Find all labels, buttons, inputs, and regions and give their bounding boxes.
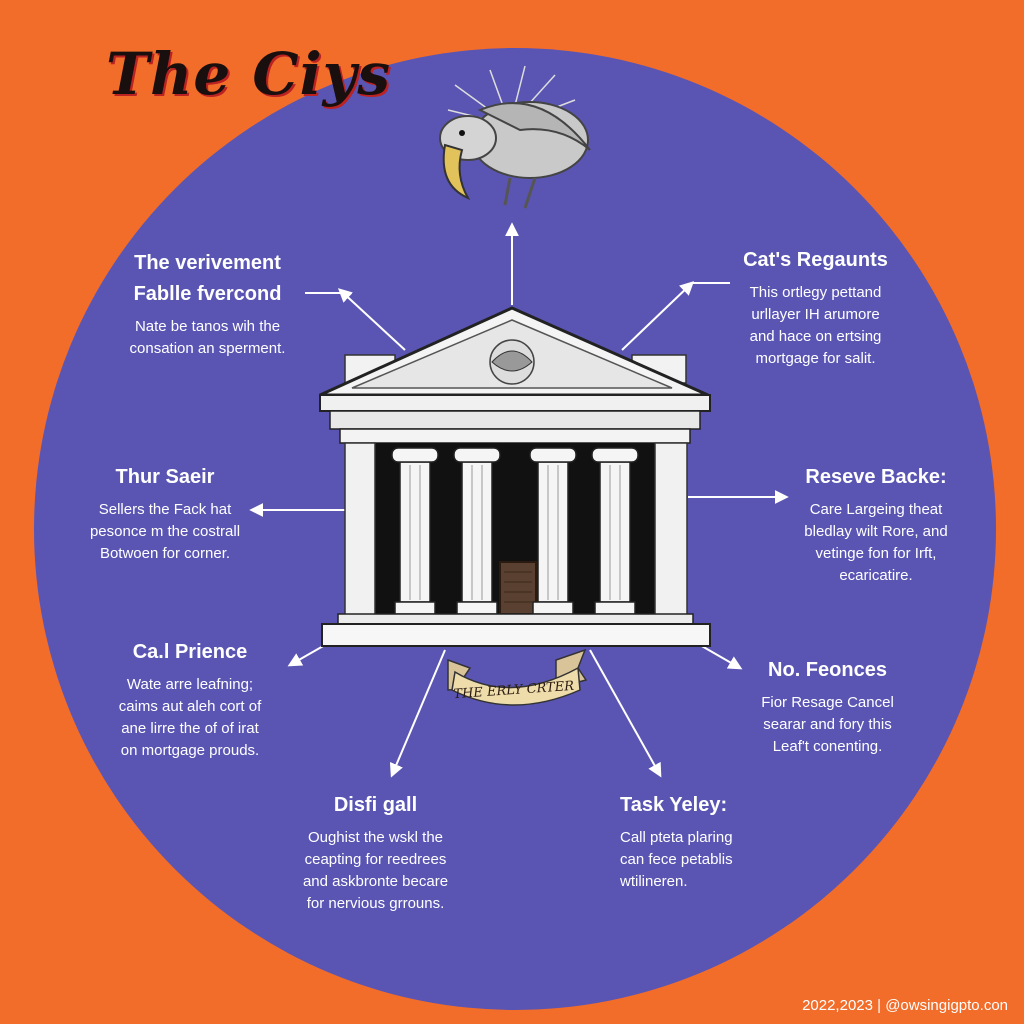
block-text: Wate arre leafning; caims aut aleh cort … <box>118 676 262 759</box>
block-text: This ortlegy pettand urllayer IH arumore… <box>749 284 882 367</box>
block-title: No. Feonces <box>768 659 887 681</box>
block-mid-left: Thur Saeir Sellers the Fack hat pesonce … <box>60 462 270 565</box>
banner-ribbon <box>447 648 588 706</box>
block-low-right: No. Feonces Fior Resage Cancel searar an… <box>740 655 915 758</box>
block-title: Thur Saeir <box>115 466 215 488</box>
eagle-icon <box>439 65 591 209</box>
block-text: Oughist the wskl the ceapting for reedre… <box>302 829 449 912</box>
temple-building <box>319 306 711 647</box>
masthead-title: The Ciys <box>106 40 391 108</box>
block-text: Sellers the Fack hat pesonce m the costr… <box>89 501 241 562</box>
footer-credit: 2022,2023 | @owsingigpto.con <box>802 997 1008 1014</box>
block-top-right: Cat's Regaunts This ortlegy pettand urll… <box>718 245 913 370</box>
block-title: The verivement Fablle fvercond <box>133 252 282 305</box>
block-text: Fior Resage Cancel searar and fory this … <box>761 694 894 755</box>
block-title: Ca.l Prience <box>132 641 248 663</box>
block-bottom-right: Task Yeley: Call pteta plaring can fece … <box>620 790 780 893</box>
block-title: Cat's Regaunts <box>743 249 888 271</box>
block-mid-right: Reseve Backe: Care Largeing theat bledla… <box>776 462 976 587</box>
block-text: Nate be tanos wih the consation an sperm… <box>129 318 286 357</box>
block-text: Call pteta plaring can fece petablis wti… <box>620 829 733 890</box>
block-top-left: The verivement Fablle fvercond Nate be t… <box>100 248 315 360</box>
block-low-left: Ca.l Prience Wate arre leafning; caims a… <box>90 637 290 762</box>
block-title: Disfi gall <box>333 794 418 816</box>
block-text: Care Largeing theat bledlay wilt Rore, a… <box>804 501 948 584</box>
block-title: Reseve Backe: <box>805 466 947 488</box>
block-title: Task Yeley: <box>620 794 728 816</box>
block-bottom-left: Disfi gall Oughist the wskl the ceapting… <box>278 790 473 915</box>
